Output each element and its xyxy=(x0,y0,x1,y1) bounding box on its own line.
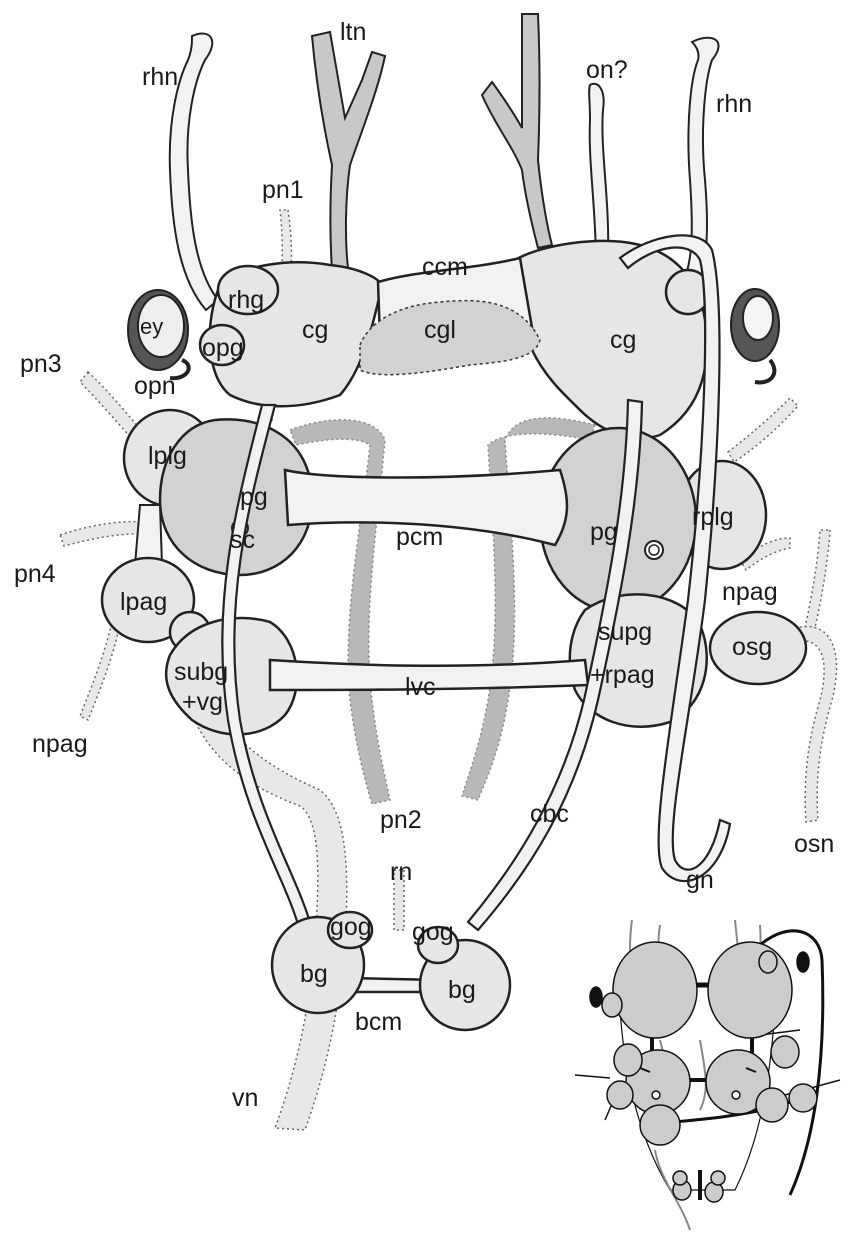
label-gn: gn xyxy=(686,866,714,894)
label-bcm: bcm xyxy=(355,1008,402,1036)
label-pg-left: pg xyxy=(240,483,268,511)
on-nerve xyxy=(589,84,608,262)
label-vn: vn xyxy=(232,1084,258,1112)
label-ltn: ltn xyxy=(340,18,366,46)
label-bg-left: bg xyxy=(300,960,328,988)
label-cbc: cbc xyxy=(530,800,569,828)
label-osg: osg xyxy=(732,633,772,661)
right-eye-group xyxy=(731,289,779,382)
label-pn3: pn3 xyxy=(20,350,62,378)
osn-nerve xyxy=(803,530,830,640)
lplg-lpag-connective xyxy=(135,505,162,565)
ltn-right xyxy=(482,14,552,248)
label-rhn-right: rhn xyxy=(716,90,752,118)
label-gog-right: gog xyxy=(412,918,454,946)
label-on: on? xyxy=(586,56,628,84)
label-ey: ey xyxy=(140,314,163,339)
label-opg: opg xyxy=(202,334,244,362)
label-lvc: lvc xyxy=(405,673,436,701)
label-subg-2: +vg xyxy=(182,688,223,716)
inset-overview xyxy=(575,920,840,1230)
statocyst-right xyxy=(645,541,663,559)
npag-left-nerve xyxy=(80,622,120,720)
label-supg-2: +rpag xyxy=(590,661,655,689)
pn-right-upper xyxy=(728,398,798,462)
opn-right-nerve xyxy=(755,360,774,382)
label-ccm: ccm xyxy=(422,253,468,281)
label-lpag: lpag xyxy=(120,588,167,616)
label-subg-1: subg xyxy=(174,658,228,686)
label-npag-right: npag xyxy=(722,578,778,606)
pn4-nerve xyxy=(60,522,145,546)
label-pcm: pcm xyxy=(396,523,443,551)
label-npag-left: npag xyxy=(32,730,88,758)
label-supg-1: supg xyxy=(598,618,652,646)
label-rhg: rhg xyxy=(228,286,264,314)
label-opn: opn xyxy=(134,372,176,400)
ltn-nerves xyxy=(312,14,552,270)
eye-right-inner xyxy=(743,296,773,340)
label-cg-left: cg xyxy=(302,316,328,344)
ltn-left xyxy=(312,32,385,270)
label-rn: rn xyxy=(390,858,412,886)
label-pn1: pn1 xyxy=(262,176,304,204)
label-rplg: rplg xyxy=(692,503,734,531)
label-cg-right: cg xyxy=(610,326,636,354)
label-osn: osn xyxy=(794,830,834,858)
label-pg-right: pg xyxy=(590,518,618,546)
label-gog-left: gog xyxy=(330,913,372,941)
label-bg-right: bg xyxy=(448,976,476,1004)
label-sc: sc xyxy=(230,526,255,554)
label-cgl: cgl xyxy=(424,316,456,344)
label-lplg: lplg xyxy=(148,442,187,470)
label-rhn-left: rhn xyxy=(142,63,178,91)
label-pn2: pn2 xyxy=(380,806,422,834)
label-pn4: pn4 xyxy=(14,560,56,588)
